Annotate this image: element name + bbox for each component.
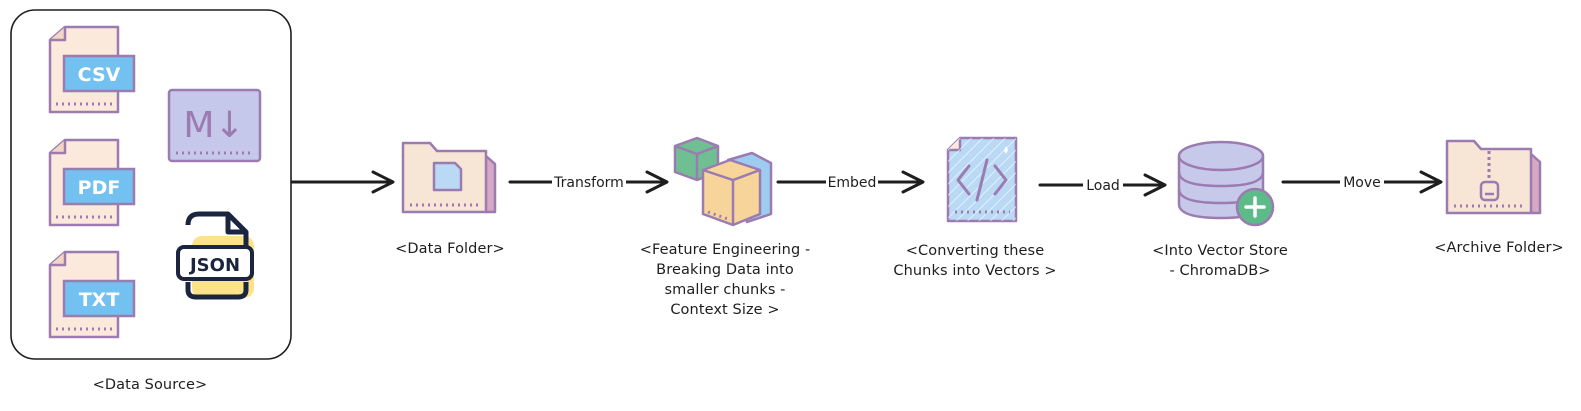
- svg-text:JSON: JSON: [188, 255, 240, 276]
- transform-edge-label: Transform: [553, 175, 624, 191]
- load-edge-label: Load: [1086, 178, 1120, 194]
- converting-label: <Converting these Chunks into Vectors >: [893, 243, 1057, 279]
- json-file-icon: JSON: [176, 211, 254, 300]
- data-source-box[interactable]: [10, 9, 292, 360]
- svg-text:CSV: CSV: [78, 64, 121, 86]
- arrow-move: Move: [1281, 170, 1443, 194]
- markdown-icon: M↓: [167, 88, 262, 163]
- embed-edge-label: Embed: [828, 175, 877, 191]
- vector-store-label: <Into Vector Store - ChromaDB>: [1152, 243, 1288, 279]
- svg-text:M↓: M↓: [183, 105, 244, 146]
- move-edge-label: Move: [1343, 175, 1381, 191]
- data-folder-icon: [401, 141, 497, 214]
- arrow-embed: Embed: [776, 170, 925, 194]
- archive-folder-icon: [1445, 139, 1542, 215]
- code-document-icon: [946, 136, 1018, 223]
- arrow-transform: Transform: [508, 170, 669, 194]
- svg-text:TXT: TXT: [79, 289, 120, 311]
- data-folder-label: <Data Folder>: [395, 241, 505, 257]
- archive-folder-label: <Archive Folder>: [1434, 240, 1564, 256]
- svg-text:PDF: PDF: [78, 177, 121, 199]
- database-icon: [1177, 140, 1275, 227]
- arrow-source-to-folder: [290, 170, 395, 194]
- data-source-label: <Data Source>: [92, 377, 208, 393]
- feature-engineering-label: <Feature Engineering - Breaking Data int…: [639, 242, 811, 318]
- csv-file-icon: CSV: [48, 25, 136, 114]
- pdf-file-icon: PDF: [48, 138, 136, 227]
- cubes-icon: [673, 136, 773, 227]
- arrow-load: Load: [1038, 173, 1167, 197]
- txt-file-icon: TXT: [48, 250, 136, 339]
